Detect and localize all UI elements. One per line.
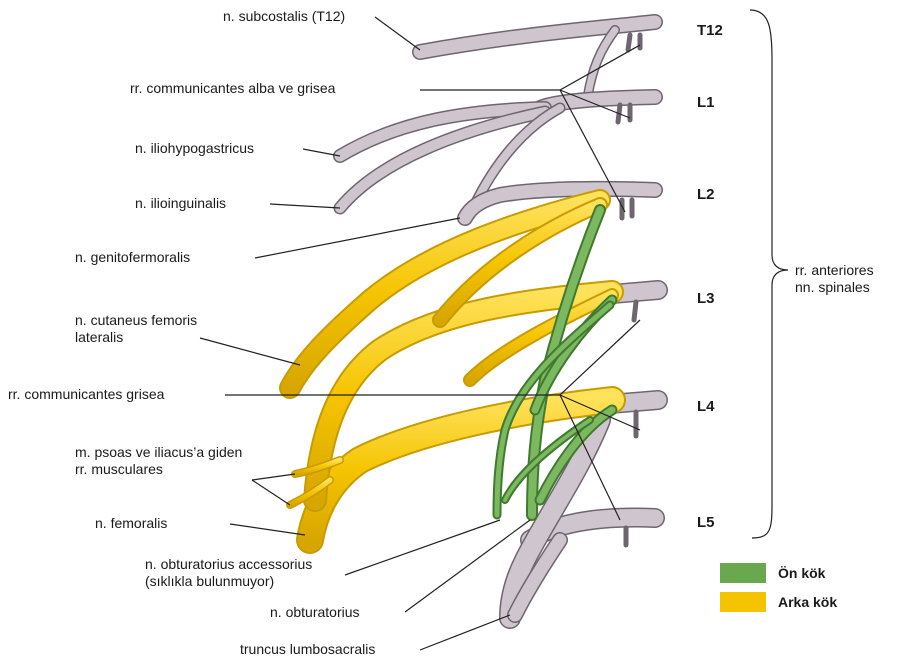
level-l1: L1 <box>697 94 715 111</box>
label-nn-spinales: nn. spinales <box>795 279 870 296</box>
label-femoralis: n. femoralis <box>95 515 167 532</box>
label-rr-anteriores: rr. anteriores <box>795 262 874 279</box>
label-obturatorius: n. obturatorius <box>270 604 360 621</box>
legend-label-posterior: Arka kök <box>778 594 837 610</box>
label-iliohypogastricus: n. iliohypogastricus <box>135 140 254 157</box>
label-musculares: rr. musculares <box>75 461 163 478</box>
level-l3: L3 <box>697 290 715 307</box>
label-communicantes-grisea: rr. communicantes grisea <box>8 386 164 403</box>
legend-label-anterior: Ön kök <box>778 565 825 581</box>
label-truncus-lumbosacralis: truncus lumbosacralis <box>240 641 375 658</box>
level-l2: L2 <box>697 186 715 203</box>
label-obturatorius-accessorius: n. obturatorius accessorius <box>145 556 312 573</box>
label-obturatorius-accessorius-note: (sıklıkla bulunmuyor) <box>145 573 274 590</box>
legend-swatch-anterior <box>720 563 766 583</box>
label-ilioinguinalis: n. ilioinguinalis <box>135 195 226 212</box>
label-cutaneus-lateralis: lateralis <box>75 329 123 346</box>
label-communicantes-alba: rr. communicantes alba ve grisea <box>130 80 335 97</box>
level-l4: L4 <box>697 398 715 415</box>
gray-nerves <box>340 22 658 618</box>
label-subcostalis: n. subcostalis (T12) <box>223 8 345 25</box>
label-psoas-iliacus: m. psoas ve iliacus’a giden <box>75 444 242 461</box>
legend-swatch-posterior <box>720 592 766 612</box>
label-genitofemoralis: n. genitofermoralis <box>75 249 190 266</box>
label-cutaneus-femoris: n. cutaneus femoris <box>75 312 197 329</box>
level-t12: T12 <box>697 22 723 39</box>
level-l5: L5 <box>697 514 715 531</box>
